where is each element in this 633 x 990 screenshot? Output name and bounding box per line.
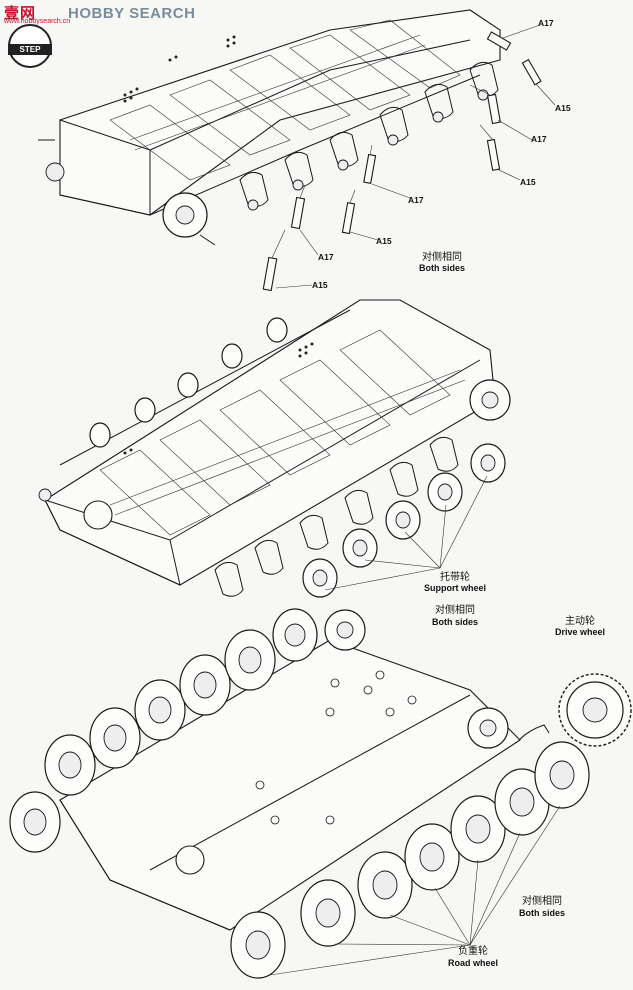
part-label: A15 bbox=[555, 103, 571, 113]
hull-top-drawing bbox=[38, 9, 556, 292]
part-label: A17 bbox=[408, 195, 424, 205]
support-wheel-cn: 托带轮 bbox=[440, 572, 470, 583]
step-label: STEP bbox=[19, 45, 41, 54]
drive-wheel-en: Drive wheel bbox=[554, 627, 606, 637]
drive-wheel-detail bbox=[518, 673, 632, 747]
both-sides-en-2: Both sides bbox=[431, 617, 478, 627]
part-label: A17 bbox=[531, 134, 547, 144]
part-label: A15 bbox=[376, 236, 392, 246]
both-sides-en-3: Both sides bbox=[518, 908, 565, 918]
drive-wheel-cn: 主动轮 bbox=[565, 616, 595, 627]
both-sides-cn: 对侧相同 bbox=[422, 252, 462, 263]
part-label: A15 bbox=[520, 177, 536, 187]
part-label: A15 bbox=[312, 280, 328, 290]
hull-middle-drawing bbox=[38, 299, 511, 598]
both-sides-en: Both sides bbox=[418, 263, 465, 273]
watermark-site: HOBBY SEARCH bbox=[68, 5, 196, 22]
support-wheel-en: Support wheel bbox=[423, 583, 486, 593]
hull-bottom-drawing bbox=[9, 608, 632, 979]
watermark-logo: 壹网 bbox=[4, 4, 37, 22]
watermark-url: www.hobbysearch.cn bbox=[4, 18, 71, 25]
road-wheel-cn: 负重轮 bbox=[458, 946, 488, 957]
part-label: A17 bbox=[538, 18, 554, 28]
step-badge: STEP bbox=[8, 24, 52, 68]
both-sides-cn-3: 对侧相同 bbox=[522, 896, 562, 907]
part-label: A17 bbox=[318, 252, 334, 262]
both-sides-cn-2: 对侧相同 bbox=[435, 605, 475, 616]
road-wheel-en: Road wheel bbox=[447, 958, 498, 968]
